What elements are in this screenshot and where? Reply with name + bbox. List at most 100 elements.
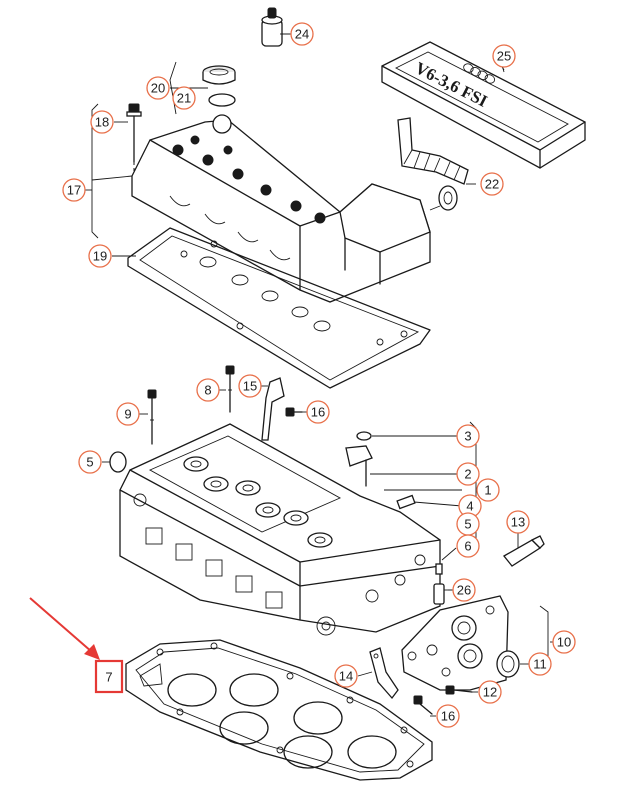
- part-16-bolt-lower: [413, 695, 433, 715]
- callout-circle: [90, 110, 114, 134]
- callout-16a: 16: [306, 400, 330, 424]
- callout-circle: [238, 374, 262, 398]
- callout-18: 18: [90, 110, 114, 134]
- highlight-part-7: [29, 597, 124, 694]
- callout-circle: [480, 172, 504, 196]
- callout-label: 17: [67, 183, 81, 198]
- callout-8: 8: [196, 378, 220, 402]
- callout-circle: [88, 244, 112, 268]
- callout-label: 4: [466, 499, 473, 514]
- highlight-arrow: [29, 597, 93, 653]
- callout-label: 24: [295, 27, 309, 42]
- callout-25: 25: [492, 44, 516, 68]
- highlight-arrow-head: [84, 644, 100, 660]
- callout-label: 16: [311, 405, 325, 420]
- callout-3: 3: [456, 424, 480, 448]
- callout-label: 10: [557, 635, 571, 650]
- callout-circle: [172, 86, 196, 110]
- part-8-bolt: [225, 365, 235, 413]
- callout-circle: [552, 630, 576, 654]
- callout-label: 26: [457, 583, 471, 598]
- callout-label: 22: [485, 177, 499, 192]
- callout-22: 22: [480, 172, 504, 196]
- callout-label: 5: [86, 455, 93, 470]
- part-9-bolt: [147, 389, 157, 445]
- callout-circle: [146, 76, 170, 100]
- callout-label: 2: [464, 467, 471, 482]
- callout-24: 24: [290, 22, 314, 46]
- callout-16b: 16: [436, 704, 460, 728]
- callout-9: 9: [116, 402, 140, 426]
- part-26-sensor: [433, 583, 452, 605]
- callout-19: 19: [88, 244, 112, 268]
- callout-label: 3: [464, 429, 471, 444]
- part-25-engine-cover: V6-3,6 FSI: [381, 41, 586, 169]
- callout-label: 19: [93, 249, 107, 264]
- part-4-stud: [384, 489, 463, 510]
- callout-circle: [452, 578, 476, 602]
- part-12-bolt: [445, 685, 473, 695]
- callout-label: 6: [464, 539, 471, 554]
- callout-14: 14: [334, 664, 358, 688]
- callout-6: 6: [456, 534, 480, 558]
- part-2-stud: [365, 459, 462, 487]
- callout-circle: [492, 44, 516, 68]
- callout-label: 1: [484, 483, 491, 498]
- cylinder-head: [119, 423, 441, 636]
- part-15-bracket: [261, 377, 285, 441]
- part-17-valve-cover: [91, 103, 431, 303]
- callout-circle: [456, 424, 480, 448]
- callout-label: 16: [441, 709, 455, 724]
- callout-circle: [528, 652, 552, 676]
- part-22-breather-hose: [397, 117, 469, 211]
- callout-11: 11: [528, 652, 552, 676]
- callout-label: 13: [511, 515, 525, 530]
- callout-label: 14: [339, 669, 353, 684]
- callout-20: 20: [146, 76, 170, 100]
- part-16-bolt-upper: [285, 407, 303, 417]
- callout-7: 7: [105, 670, 112, 685]
- part-5-plug: [109, 451, 127, 473]
- callout-label: 11: [533, 657, 547, 672]
- highlight-box: [94, 659, 124, 694]
- callout-circle: [436, 704, 460, 728]
- callout-label: 21: [177, 91, 191, 106]
- part-19-cover-gasket: [127, 227, 431, 389]
- part-6-sensor: [435, 547, 457, 575]
- part-24-cap: [261, 7, 290, 47]
- part-10-timing-cover: [401, 595, 549, 691]
- callout-circle: [290, 22, 314, 46]
- callout-10: 10: [552, 630, 576, 654]
- callout-17: 17: [62, 178, 86, 202]
- callout-circle: [196, 378, 220, 402]
- callout-5b: 5: [456, 512, 480, 536]
- callout-circle: [456, 462, 480, 486]
- callout-circle: [506, 510, 530, 534]
- part-3-cap-nut: [345, 431, 462, 467]
- callout-circle: [78, 450, 102, 474]
- callout-label: 12: [483, 685, 497, 700]
- callout-label: 7: [105, 670, 112, 685]
- callout-5a: 5: [78, 450, 102, 474]
- callout-circle: [306, 400, 330, 424]
- callout-circle: [334, 664, 358, 688]
- callout-label: 25: [497, 49, 511, 64]
- callout-circle: [478, 680, 502, 704]
- callout-circle: [116, 402, 140, 426]
- callout-13: 13: [506, 510, 530, 534]
- callout-label: 9: [124, 407, 131, 422]
- callout-circle: [62, 178, 86, 202]
- callout-12: 12: [478, 680, 502, 704]
- callout-label: 18: [95, 115, 109, 130]
- callout-2: 2: [456, 462, 480, 486]
- callout-1: 1: [476, 478, 500, 502]
- part-14-bracket: [369, 647, 399, 700]
- callout-4: 4: [458, 494, 482, 518]
- callout-circle: [476, 478, 500, 502]
- callout-circle: [456, 534, 480, 558]
- leader-lines: [84, 33, 556, 717]
- callout-21: 21: [172, 86, 196, 110]
- callout-label: 5: [464, 517, 471, 532]
